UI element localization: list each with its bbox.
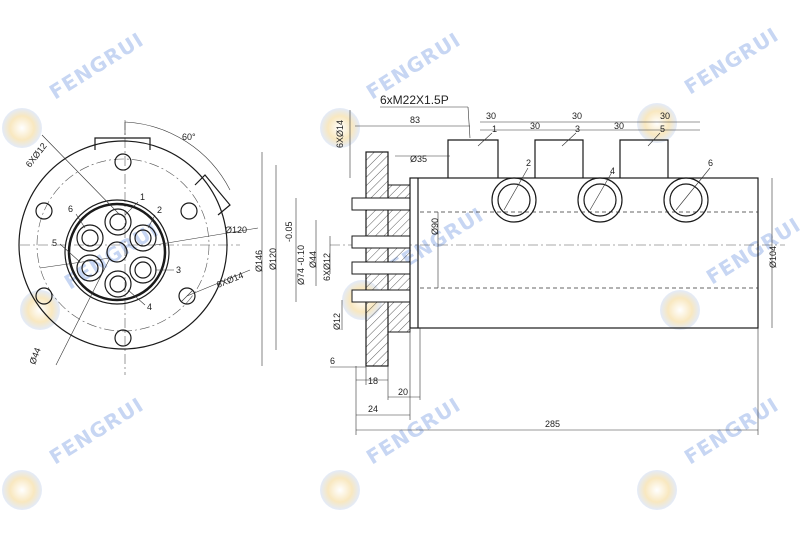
port-number: 3 — [176, 265, 181, 275]
port-number: 2 — [157, 205, 162, 215]
hub-outline — [64, 199, 170, 305]
tol-upper: -0.05 — [284, 221, 294, 242]
dim-18: 18 — [368, 376, 378, 386]
thread-label: 6xM22X1.5P — [380, 93, 449, 107]
flange-hole — [114, 329, 132, 347]
callout: 6 — [708, 158, 713, 168]
center-dia-label: Ø44 — [27, 346, 42, 365]
flange-section — [365, 151, 389, 367]
watermark-logo — [320, 470, 360, 510]
dim-d74: Ø74 -0.10 — [296, 245, 306, 285]
body-outline — [409, 177, 759, 329]
bolt-circle-label: Ø120 — [225, 225, 247, 235]
flange-outline — [18, 140, 228, 350]
flange-hole — [35, 287, 53, 305]
dim-d44: Ø44 — [308, 251, 318, 268]
watermark-text: FENGRUI — [45, 392, 148, 469]
callout: 2 — [526, 158, 531, 168]
callout: 5 — [660, 124, 665, 134]
dim-30: 30 — [614, 121, 624, 131]
port-number: 1 — [140, 192, 145, 202]
dim-83: 83 — [410, 115, 420, 125]
flange-hole — [180, 202, 198, 220]
flange-hole — [114, 153, 132, 171]
dim-30: 30 — [572, 111, 582, 121]
dim-d35: Ø35 — [410, 154, 427, 164]
flange-hole — [178, 287, 196, 305]
callout: 3 — [575, 124, 580, 134]
dim-d104: Ø104 — [768, 246, 778, 268]
watermark-text: FENGRUI — [680, 22, 783, 99]
watermark-logo — [660, 290, 700, 330]
front-ports — [76, 208, 157, 298]
side-ports-label: 6XØ14 — [215, 270, 245, 290]
callout: 4 — [610, 166, 615, 176]
dim-285: 285 — [545, 419, 560, 429]
dim-6: 6 — [330, 356, 335, 366]
dim-30: 30 — [486, 111, 496, 121]
dim-6xd12: 6XØ12 — [322, 253, 332, 281]
dim-30: 30 — [530, 121, 540, 131]
dim-d146: Ø146 — [254, 250, 264, 272]
dim-d120: Ø120 — [268, 248, 278, 270]
flange-hole — [35, 202, 53, 220]
port-number: 6 — [68, 204, 73, 214]
dim-d90: Ø90 — [430, 218, 440, 235]
watermark-text: FENGRUI — [45, 27, 148, 104]
dim-24: 24 — [368, 404, 378, 414]
watermark-logo — [2, 108, 42, 148]
watermark-text: FENGRUI — [702, 212, 800, 289]
dim-20: 20 — [398, 387, 408, 397]
watermark-logo — [2, 470, 42, 510]
watermark-text: FENGRUI — [680, 392, 783, 469]
watermark-logo — [637, 103, 677, 143]
watermark-logo — [20, 290, 60, 330]
side-view: 2 4 6 1 3 5 6xM22X1.5P 83 30 30 30 30 30… — [254, 93, 785, 435]
side-ports — [491, 177, 709, 223]
port-number: 5 — [52, 238, 57, 248]
port-number: 4 — [147, 302, 152, 312]
watermark-logo — [637, 470, 677, 510]
angle-label: 60° — [182, 132, 196, 142]
callout: 1 — [492, 124, 497, 134]
flange-holes-label: 6XØ14 — [335, 120, 345, 148]
dim-d12: Ø12 — [332, 313, 342, 330]
dim-30: 30 — [660, 111, 670, 121]
